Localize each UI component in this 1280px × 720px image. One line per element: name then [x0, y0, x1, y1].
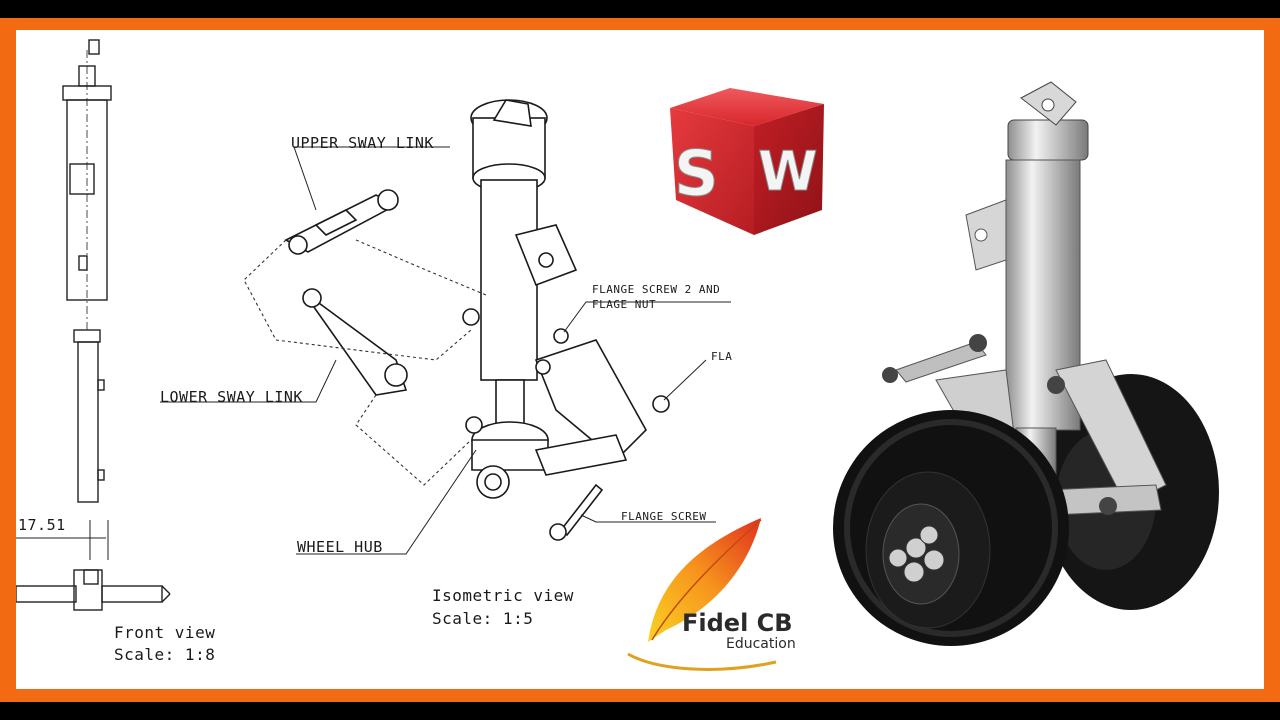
feather-logo-icon	[627, 518, 777, 671]
orange-frame: 17.51	[0, 18, 1280, 702]
brand-name: Fidel CB	[682, 609, 793, 637]
svg-text:S: S	[674, 137, 719, 210]
front-view-title: Front view	[114, 623, 216, 642]
iso-view-scale: Scale: 1:5	[432, 609, 534, 628]
label-fla-cut: FLA	[711, 350, 733, 363]
label-upper-sway-link: UPPER SWAY LINK	[291, 134, 434, 152]
dimension-label: 17.51	[18, 516, 66, 534]
brand-block: Fidel CB Education	[682, 610, 796, 652]
isometric-view-drawing	[160, 99, 731, 555]
drawing-canvas: 17.51	[16, 30, 1264, 689]
iso-view-title: Isometric view	[432, 586, 574, 605]
svg-text:W: W	[758, 140, 818, 203]
brand-subtitle: Education	[726, 636, 796, 652]
label-flange-screw-2: FLANGE SCREW 2 AND	[592, 283, 721, 296]
label-flange-screw: FLANGE SCREW	[621, 510, 707, 523]
front-view-scale: Scale: 1:8	[114, 645, 216, 664]
solidworks-logo: S W	[670, 88, 824, 235]
label-flange-nut: FLAGE NUT	[592, 298, 657, 311]
landing-gear-render	[833, 81, 1219, 646]
front-view-drawing	[16, 39, 171, 611]
label-lower-sway-link: LOWER SWAY LINK	[160, 388, 303, 406]
label-wheel-hub: WHEEL HUB	[297, 538, 383, 556]
